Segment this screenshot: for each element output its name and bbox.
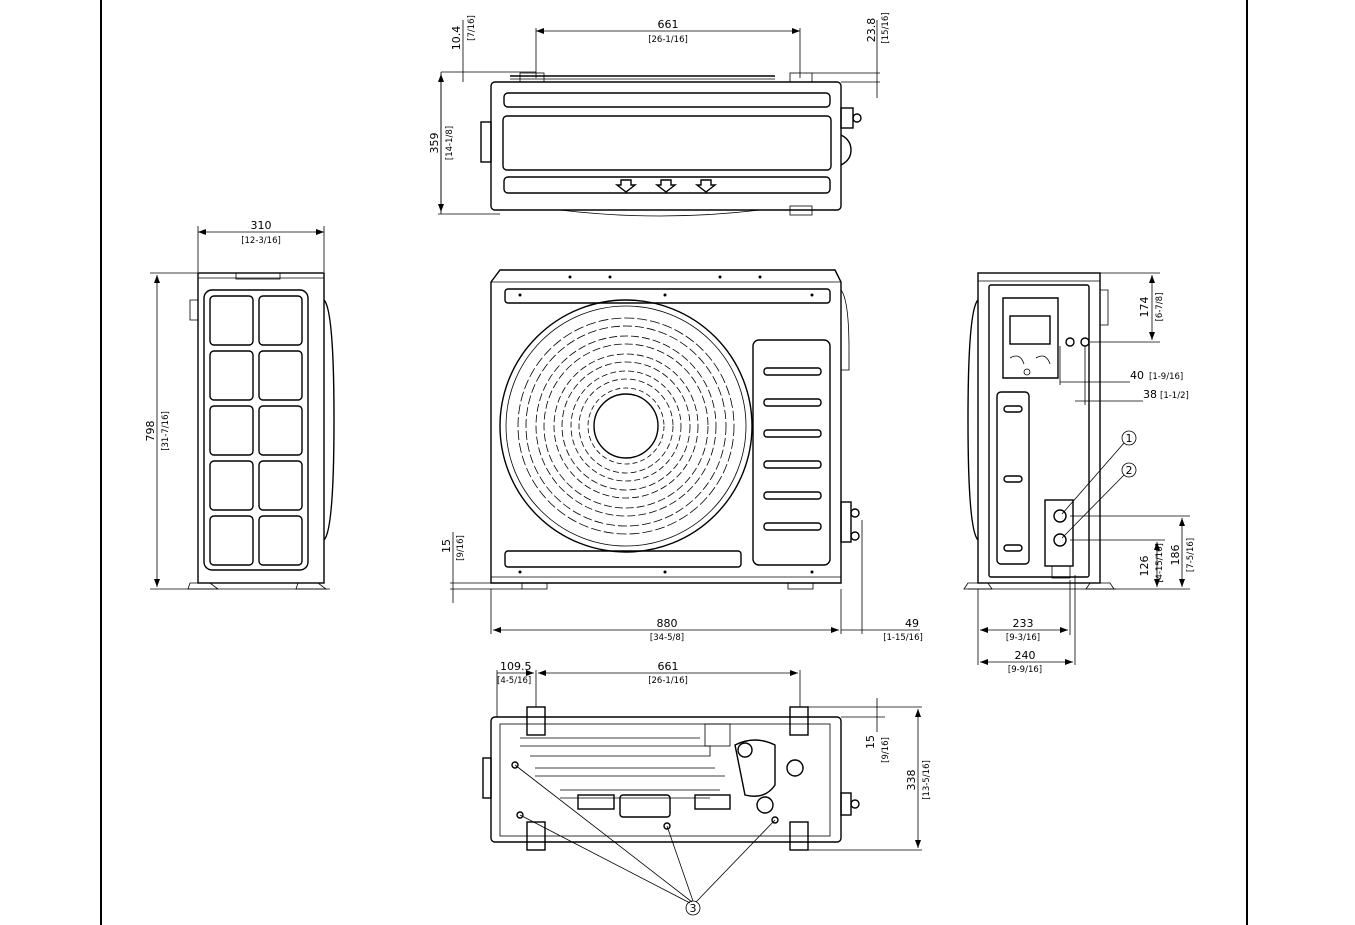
front-view-dimensions: 15 [9/16] 880 [34-5/8] 49 [1-15/16] xyxy=(440,520,923,643)
dim-bottom-depth-inch: [13-5/16] xyxy=(922,760,932,800)
dim-bottom-depth: 338 xyxy=(905,770,918,791)
top-view-dimensions: 661 [26-1/16] 10.4 [7/16] 23.8 [15/16] 3… xyxy=(428,12,891,215)
dim-top-offset-right: 23.8 xyxy=(865,18,878,43)
dim-bottom-offset-inch: [4-5/16] xyxy=(497,676,531,686)
dim-top-offset-right-inch: [15/16] xyxy=(881,12,891,43)
dim-top-height-inch: [14-1/8] xyxy=(445,126,455,160)
callout-3-circle xyxy=(685,900,701,916)
bottom-view-dimensions: 109.5 [4-5/16] 661 [26-1/16] 15 [9/16] 3… xyxy=(496,660,932,916)
dim-side-width-inch: [12-3/16] xyxy=(241,236,281,246)
callout-2: 2 xyxy=(1126,464,1133,477)
dim-bottom-offset: 109.5 xyxy=(500,660,532,673)
dim-bottom-width-inch: [26-1/16] xyxy=(648,676,688,686)
left-side-dimensions: 310 [12-3/16] 798 [31-7/16] xyxy=(144,219,325,590)
dim-front-foot: 15 xyxy=(440,539,453,553)
left-side-view xyxy=(187,272,335,590)
dim-bottom-foot: 15 xyxy=(864,735,877,749)
dim-front-foot-inch: [9/16] xyxy=(456,535,466,561)
dim-right-h40-inch: [1-9/16] xyxy=(1149,372,1183,382)
callout-1: 1 xyxy=(1126,432,1133,445)
dim-front-width-inch: [34-5/8] xyxy=(650,633,684,643)
dim-side-height-inch: [31-7/16] xyxy=(161,411,171,451)
top-view xyxy=(480,72,862,217)
bottom-view xyxy=(482,706,860,851)
dim-top-width: 661 xyxy=(658,18,679,31)
dim-top-height: 359 xyxy=(428,133,441,154)
callout-3: 3 xyxy=(690,902,697,915)
dim-right-126-inch: [4-15/16] xyxy=(1155,543,1165,583)
dim-side-width: 310 xyxy=(251,219,272,232)
dim-front-width: 880 xyxy=(657,617,678,630)
dim-right-233: 233 xyxy=(1013,617,1034,630)
dim-right-126: 126 xyxy=(1138,556,1151,577)
dim-right-233-inch: [9-3/16] xyxy=(1006,633,1040,643)
dim-front-valve: 49 xyxy=(905,617,919,630)
dim-bottom-foot-inch: [9/16] xyxy=(881,737,891,763)
dim-right-186-inch: [7-5/16] xyxy=(1186,538,1196,572)
dim-right-top: 174 xyxy=(1138,297,1151,318)
fan-guard xyxy=(499,299,753,553)
dim-right-h40: 40 xyxy=(1130,369,1144,382)
dim-front-valve-inch: [1-15/16] xyxy=(883,633,923,643)
dim-top-offset-left: 10.4 xyxy=(450,26,463,51)
dim-right-h38-inch: [1-1/2] xyxy=(1160,391,1189,401)
right-side-view xyxy=(963,272,1116,590)
callout-1-circle xyxy=(1121,430,1137,446)
dim-right-240-inch: [9-9/16] xyxy=(1008,665,1042,675)
callout-2-circle xyxy=(1121,462,1137,478)
dim-right-240: 240 xyxy=(1015,649,1036,662)
dim-right-h38: 38 xyxy=(1143,388,1157,401)
dim-top-offset-left-inch: [7/16] xyxy=(467,15,477,41)
dim-side-height: 798 xyxy=(144,421,157,442)
front-view xyxy=(490,269,860,590)
dim-bottom-width: 661 xyxy=(658,660,679,673)
dim-right-top-inch: [6-7/8] xyxy=(1155,293,1165,322)
dim-right-186: 186 xyxy=(1169,545,1182,566)
dim-top-width-inch: [26-1/16] xyxy=(648,35,688,45)
right-side-dimensions: 174 [6-7/8] 40 [1-9/16] 38 [1-1/2] 186 [… xyxy=(977,272,1196,675)
